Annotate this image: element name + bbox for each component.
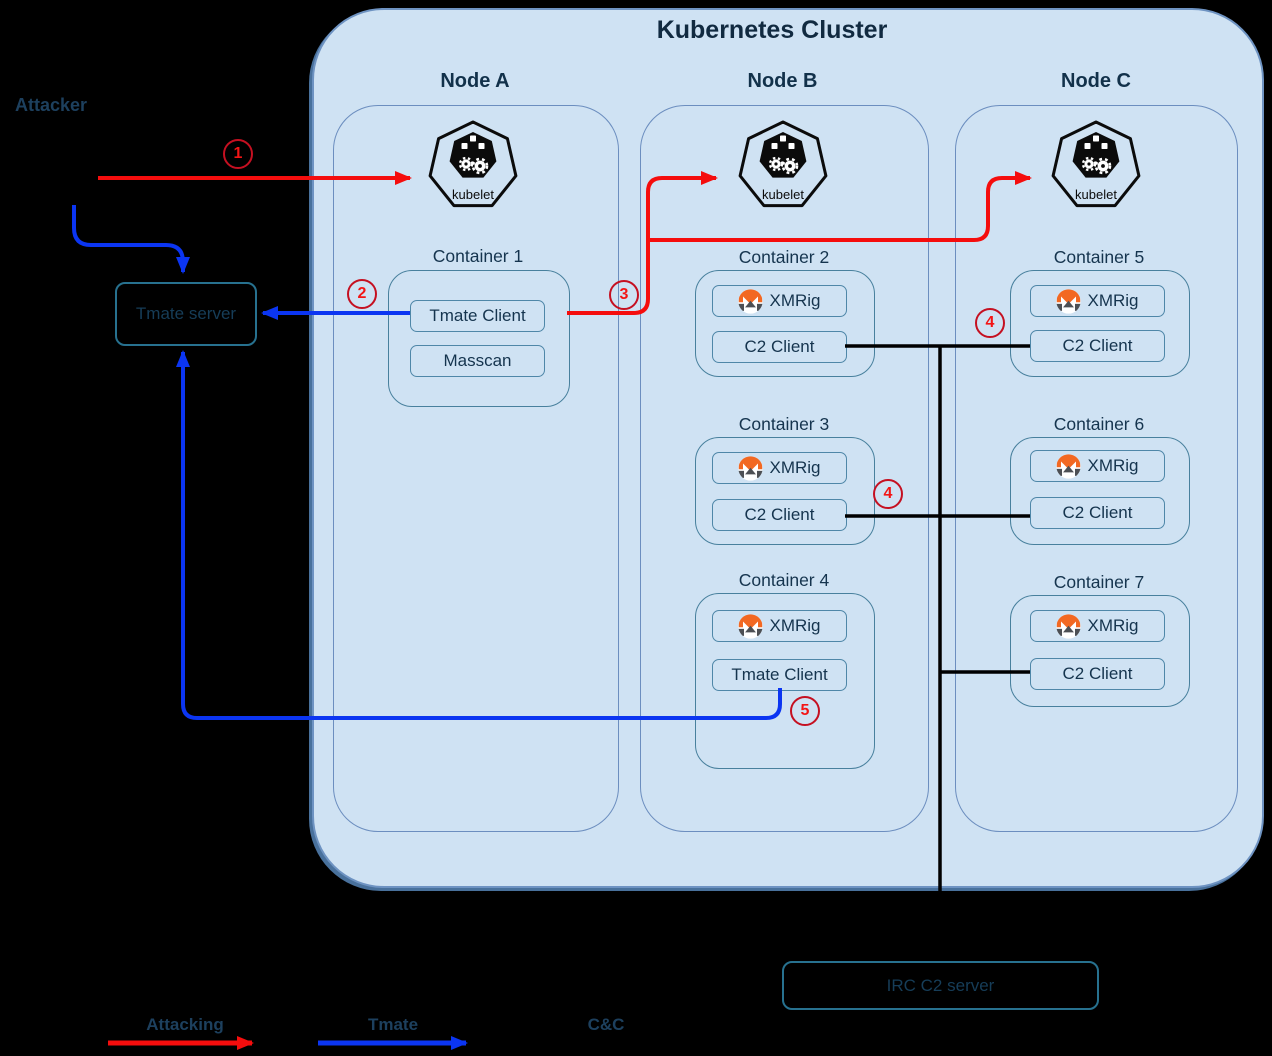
item-label: C2 Client	[744, 337, 815, 356]
kubelet-label: kubelet	[762, 187, 804, 202]
legend-tmate-label: Tmate	[367, 1015, 419, 1034]
container-3-label: Container 3	[738, 414, 830, 434]
item-label: C2 Client	[744, 505, 815, 524]
container-4-xmrig: XMRig	[712, 610, 847, 642]
item-label: XMRig	[769, 458, 821, 477]
container-2-label: Container 2	[738, 247, 830, 267]
tmate-server-label: Tmate server	[135, 304, 237, 323]
container-4-label: Container 4	[738, 570, 830, 590]
monero-icon	[738, 288, 764, 314]
item-label: C2 Client	[1062, 664, 1133, 683]
item-label: XMRig	[1087, 456, 1139, 475]
kubelet-heptagon-outline	[1051, 120, 1141, 208]
kubelet-glyphs	[1081, 135, 1112, 175]
monero-icon	[738, 455, 764, 481]
container-6-label: Container 6	[1053, 414, 1145, 434]
kubelet-label: kubelet	[452, 187, 494, 202]
item-label: Tmate Client	[429, 306, 526, 325]
item-label: Masscan	[443, 351, 512, 370]
node-b-header: Node B	[747, 70, 818, 92]
container-2-c2-client: C2 Client	[712, 331, 847, 363]
kubelet-heptagon-outline	[428, 120, 518, 208]
container-7-c2-client: C2 Client	[1030, 658, 1165, 690]
container-7-label: Container 7	[1053, 572, 1145, 592]
node-a	[333, 105, 619, 832]
item-label: C2 Client	[1062, 503, 1133, 522]
step-marker-5: 5	[790, 696, 820, 726]
step-marker-4b: 4	[873, 479, 903, 509]
monero-icon	[1056, 288, 1082, 314]
container-5-c2-client: C2 Client	[1030, 330, 1165, 362]
container-5-label: Container 5	[1053, 247, 1145, 267]
step-marker-1: 1	[223, 139, 253, 169]
container-6	[1010, 437, 1190, 545]
tmate-server-box: Tmate server	[115, 282, 257, 346]
step-marker-4a: 4	[975, 308, 1005, 338]
container-4-tmate-client: Tmate Client	[712, 659, 847, 691]
container-7	[1010, 595, 1190, 707]
container-3-xmrig: XMRig	[712, 452, 847, 484]
item-label: XMRig	[1087, 291, 1139, 310]
container-1	[388, 270, 570, 407]
container-2-xmrig: XMRig	[712, 285, 847, 317]
monero-icon	[1056, 613, 1082, 639]
container-7-xmrig: XMRig	[1030, 610, 1165, 642]
item-label: XMRig	[769, 616, 821, 635]
tmate-arrow-attacker-to-server	[72, 205, 190, 274]
container-6-c2-client: C2 Client	[1030, 497, 1165, 529]
monero-icon	[738, 613, 764, 639]
step-marker-3: 3	[609, 280, 639, 310]
legend-attacking-label: Attacking	[146, 1015, 224, 1034]
attacker-label: Attacker	[15, 95, 88, 115]
node-a-header: Node A	[440, 70, 510, 92]
container-1-masscan: Masscan	[410, 345, 545, 377]
cluster-title: Kubernetes Cluster	[656, 16, 888, 44]
item-label: Tmate Client	[731, 665, 828, 684]
item-label: XMRig	[769, 291, 821, 310]
kubelet-icon-node-c: kubelet	[1051, 120, 1141, 208]
container-1-label: Container 1	[432, 246, 524, 266]
monero-icon	[1056, 453, 1082, 479]
irc-c2-server-label: IRC C2 server	[886, 975, 995, 995]
container-1-tmate-client: Tmate Client	[410, 300, 545, 332]
container-5	[1010, 270, 1190, 377]
container-3-c2-client: C2 Client	[712, 499, 847, 531]
kubelet-icon-node-a: kubelet	[428, 120, 518, 208]
irc-c2-server-box: IRC C2 server	[782, 961, 1099, 1010]
kubelet-icon-node-b: kubelet	[738, 120, 828, 208]
kubelet-glyphs	[458, 135, 489, 175]
item-label: XMRig	[1087, 616, 1139, 635]
container-2	[695, 270, 875, 377]
step-marker-2: 2	[347, 279, 377, 309]
container-6-xmrig: XMRig	[1030, 450, 1165, 482]
legend-cnc-label: C&C	[587, 1015, 625, 1034]
item-label: C2 Client	[1062, 336, 1133, 355]
kubelet-label: kubelet	[1075, 187, 1117, 202]
kubelet-glyphs	[768, 135, 799, 175]
node-c-header: Node C	[1061, 70, 1131, 92]
container-5-xmrig: XMRig	[1030, 285, 1165, 317]
